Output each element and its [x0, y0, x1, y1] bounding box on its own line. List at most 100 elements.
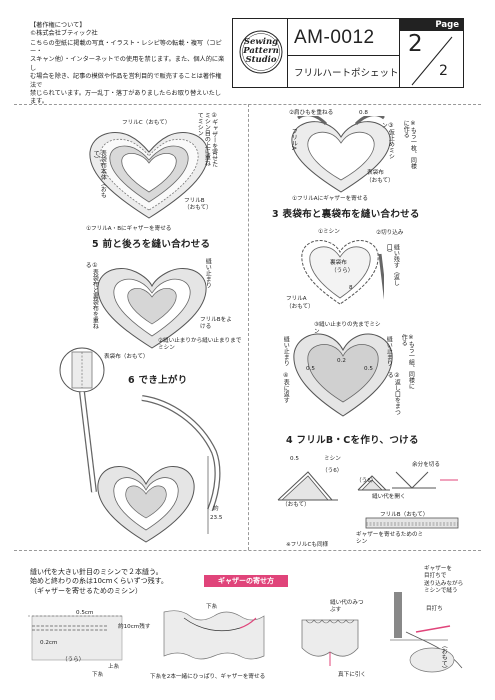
label-8: 8	[349, 285, 353, 291]
label-pull-down: 真下に引く	[338, 672, 366, 678]
label-omote: （おもて）	[366, 178, 394, 184]
gather-note-line: 送り込みながら	[424, 580, 464, 587]
label-05-right: 0.5	[364, 366, 373, 372]
label-s6b: （う6）	[356, 478, 377, 484]
label-ura: （うら）	[331, 268, 354, 274]
label-05cm: 0.5cm	[76, 610, 94, 616]
label-lower: 下糸	[92, 672, 104, 678]
label-outside: ①表袋布と裏袋布を重ねる	[84, 262, 99, 329]
label-frill-b: フリルB（おもて）	[184, 198, 212, 212]
logo-box: Sewing Pattern Studio	[232, 18, 288, 88]
copyright-line: む場合を除き、記事の模倣や作品を営利目的で販売することは著作権法で	[30, 73, 222, 89]
label-even: 縫い代のみつぶす	[330, 600, 364, 614]
copyright-block: 【著作権について】 ©株式会社ブティック社 こちらの型紙に掲載の写真・イラスト・…	[30, 22, 226, 107]
copyright-line: 禁じられています。万一乱丁・落丁がありましたらお取り替えいたします。	[30, 89, 222, 106]
step6-heart-illustration	[97, 268, 207, 349]
label-frill-b-aside: フリルBをよける	[200, 317, 232, 331]
label-overlap: ②肩ひもを重ねる	[289, 110, 334, 116]
label-gather-note: ②ギャザーを寄せたミシン目の上に重ねてミシン	[196, 112, 218, 167]
label-length: 23.5	[210, 515, 223, 521]
label-s6a: （う6）	[322, 468, 343, 474]
copyright-owner: ©株式会社ブティック社	[30, 30, 98, 38]
label-open: 縫い代を開く	[372, 494, 406, 500]
label-frill-c: フリルC（おもて）	[122, 120, 171, 126]
step3-heart-top	[291, 116, 391, 193]
page-total: 2	[439, 63, 448, 79]
step5-gather: ①フリルA・Bにギャザーを寄せる	[86, 226, 172, 232]
label-08: 0.8	[359, 110, 368, 116]
gather-note-line: ミシンで縫う	[424, 587, 458, 594]
gather-intro: 縫い代を大きい針目のミシンで２本縫う。 始めと終わりの糸は10cmくらいずつ残す…	[30, 568, 190, 596]
gather-intro-line: 縫い代を大きい針目のミシンで２本縫う。	[30, 568, 163, 576]
label-02: 0.2	[337, 358, 346, 364]
label-from-to: ②縫い止まりから縫い止まりまでミシン	[158, 338, 242, 352]
gather-diagram-2	[163, 610, 265, 660]
gather-badge: ギャザーの寄せ方	[204, 575, 288, 587]
label-close: ②返し口をまつる	[386, 372, 401, 415]
label-omote3: （おもて）	[282, 502, 310, 508]
step3-heart-bottom	[293, 333, 393, 417]
logo-text: Pattern	[243, 46, 279, 56]
step4-title: 4 フリルB・Cを作り、つける	[286, 435, 419, 446]
logo-text: Studio	[245, 55, 277, 65]
label-02cm: 0.2cm	[40, 640, 58, 646]
label-seam-mid: ③縫い止まりの先までミシン	[314, 322, 381, 336]
label-frill-a2: フリルA	[286, 296, 307, 302]
label-frill-a: フリルA	[290, 128, 298, 151]
label-stop-right: 縫い止まり	[385, 336, 393, 366]
label-gather-a: ①フリルAにギャザーを寄せる	[292, 196, 368, 202]
label-05: 0.5	[290, 456, 299, 462]
page-box: Page 2 2	[400, 18, 464, 88]
page-label: Page	[400, 19, 463, 31]
page-number: 2	[408, 31, 423, 57]
header-box: AM-0012 フリルハートポシェット	[288, 18, 400, 88]
label-note-another: ※もう一枚、同様に作る	[402, 120, 417, 169]
copyright-line: スキャン他）・インターネットでの使用を禁じます。また、個人的に楽し	[30, 56, 225, 72]
label-frill-b2: フリルB（おもて）	[380, 512, 429, 518]
step4-seam-diagram	[277, 471, 459, 529]
label-lower2: 下糸	[206, 604, 218, 610]
pattern-title: フリルハートポシェット	[294, 68, 399, 79]
label-body-omote: 表袋布本体（おもて）	[92, 150, 107, 198]
step3-title: 3 表袋布と裏袋布を縫い合わせる	[272, 209, 420, 220]
gather-intro-line: 始めと終わりの糸は10cmくらいずつ残す。	[30, 577, 168, 586]
label-approx: 約	[213, 506, 219, 512]
gather-intro-line: （ギャザーを寄せるためのミシン）	[30, 586, 142, 595]
sewing-machine-illustration	[390, 592, 463, 673]
label-cloth: 表袋布（おもて）	[104, 354, 149, 360]
label-omote-cloth: 表袋布	[367, 170, 384, 176]
step5-heart-illustration	[89, 132, 209, 219]
label-leave: 約10cm残す	[118, 624, 151, 630]
step6-title: 6 でき上がり	[128, 375, 188, 386]
label-05-left: 0.5	[306, 366, 315, 372]
label-sewing: ①ミシン	[318, 229, 340, 235]
label-pull: 下糸を2本一緒にひっぱり、ギャザーを寄せる	[150, 674, 266, 680]
label-notch: ②切り込み	[376, 230, 404, 236]
label-stop: 縫い止まり	[204, 258, 212, 288]
label-opening: 縫い残す（返し口）	[385, 244, 400, 286]
copyright-line: こちらの型紙に掲載の写真・イラスト・レシピ等の転載・複写（コピー・	[30, 39, 222, 56]
gather-diagram-1	[28, 615, 123, 661]
step3-heart-middle	[301, 240, 384, 305]
gather-note-line: ギャザーを	[424, 566, 452, 572]
pattern-code: AM-0012	[294, 27, 375, 48]
label-gather-sew: ギャザーを寄せるためのミシン	[356, 532, 424, 546]
label-turn: ④表に返す	[282, 372, 290, 403]
gather-diagram-3	[301, 619, 359, 666]
label-omote4: （おもて）	[440, 642, 448, 672]
label-awl: 目打ち	[426, 606, 443, 612]
label-ura3: （うら）	[62, 657, 85, 663]
step5-title: 5 前と後ろを縫い合わせる	[92, 239, 211, 250]
label-note2: ※もう一組、同様に作る	[400, 334, 415, 389]
label-sewing2: ミシン	[324, 456, 341, 462]
label-stop-left: 縫い止まり	[282, 336, 290, 366]
logo-icon	[239, 30, 283, 74]
step6-strap-and-bag	[79, 392, 221, 543]
label-note-c: ※フリルCも同様	[286, 542, 329, 548]
label-upper: 上糸	[108, 664, 120, 670]
zoom-detail-circle	[59, 347, 105, 393]
gather-note-line: 目打ちで	[424, 573, 447, 580]
copyright-heading: 【著作権について】	[30, 22, 86, 29]
label-omote2: （おもて）	[286, 304, 314, 310]
label-tack: ③仮止めミシン	[380, 122, 395, 159]
